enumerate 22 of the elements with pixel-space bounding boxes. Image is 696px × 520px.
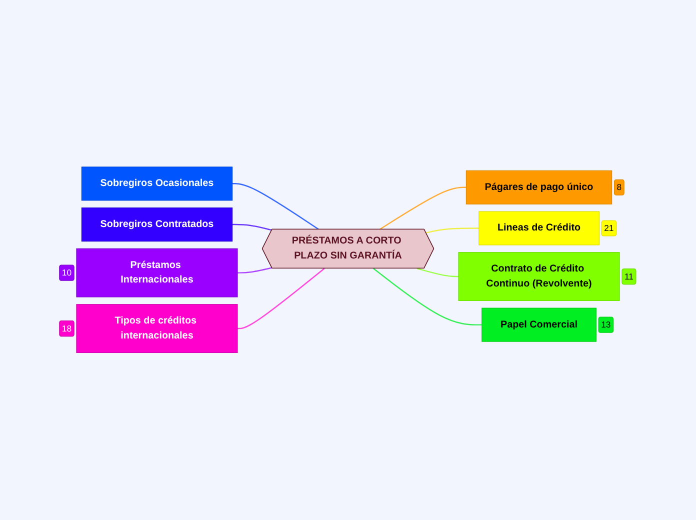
connector	[232, 224, 272, 231]
node-label: 21	[604, 223, 614, 234]
node-box: Lineas de Crédito	[478, 211, 600, 246]
connector	[379, 186, 466, 230]
connector	[373, 268, 482, 326]
node-label: 10	[62, 268, 72, 278]
connector	[237, 267, 272, 274]
node-box: Sobregiros Ocasionales	[81, 166, 233, 201]
node-box: Préstamos Internacionales	[76, 248, 238, 298]
connector	[426, 228, 479, 234]
node-box: Contrato de Crédito Continuo (Revolvente)	[458, 252, 620, 302]
node-box: Papel Comercial	[482, 308, 596, 342]
node-label: 11	[624, 271, 634, 282]
node-box: Págares de pago único	[466, 170, 612, 205]
connector	[232, 183, 320, 230]
node-label: 13	[601, 320, 611, 330]
node-label: 8	[616, 182, 622, 192]
node-label: 18	[62, 323, 72, 334]
node-box: Sobregiros Contratados	[81, 208, 233, 242]
node-box: Tipos de créditos internacionales	[76, 304, 238, 354]
connector	[237, 268, 325, 330]
connector	[416, 268, 459, 278]
